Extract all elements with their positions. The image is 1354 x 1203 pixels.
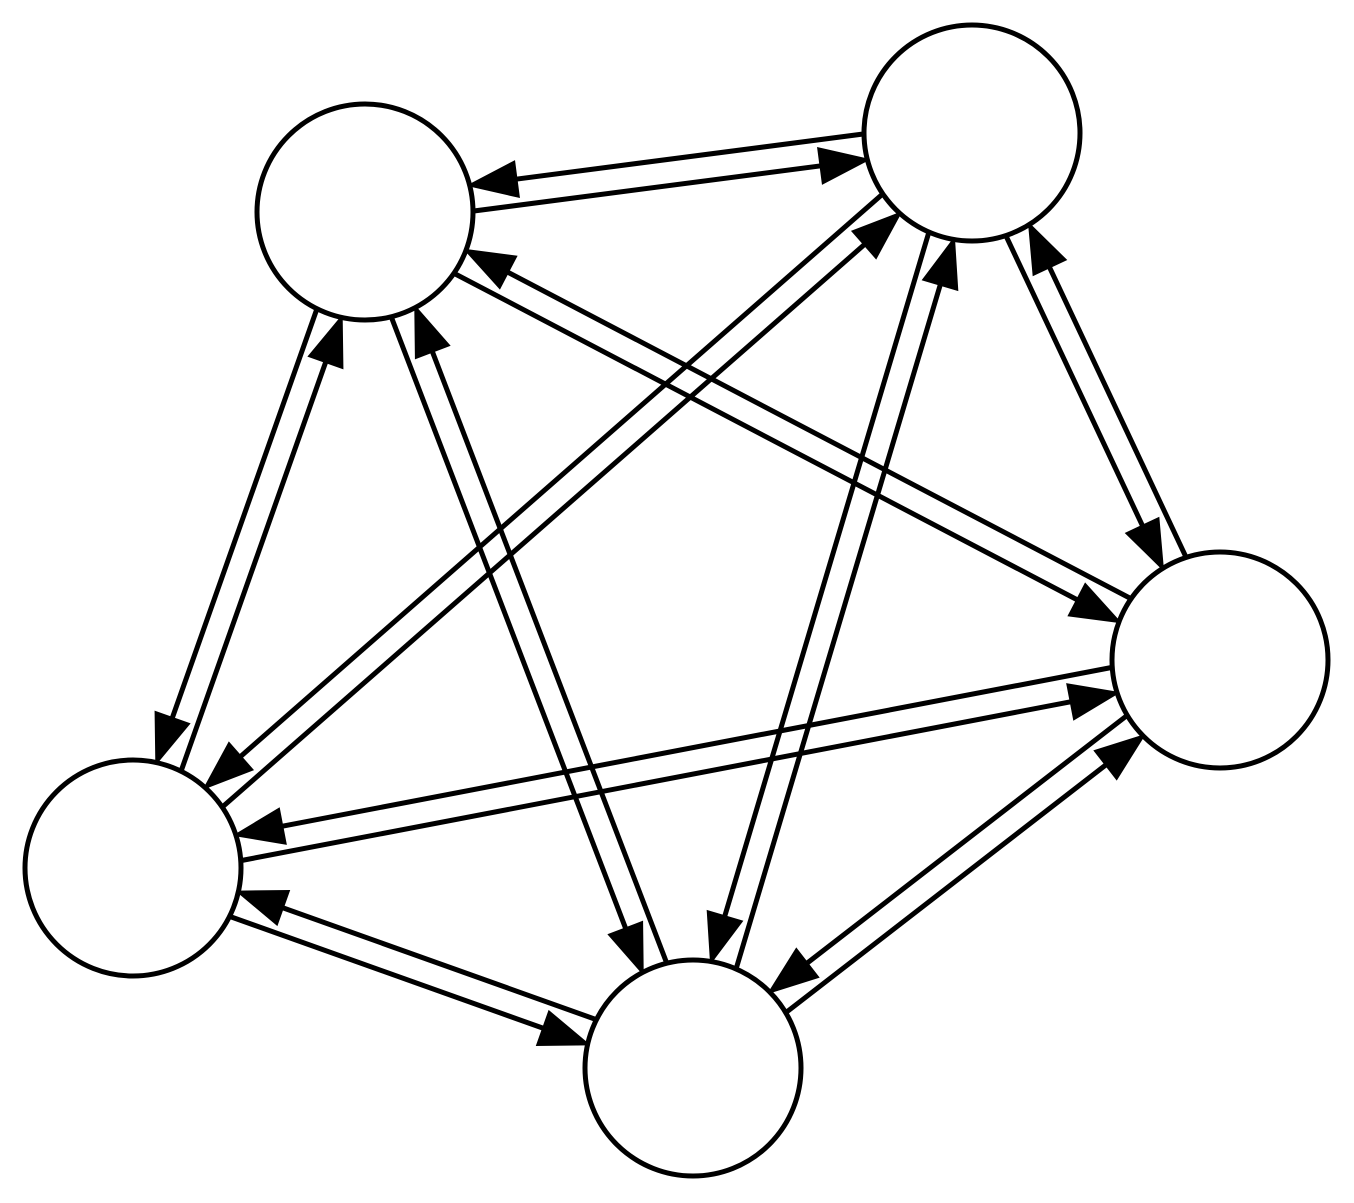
arrowhead-icon (706, 909, 744, 965)
node-bottom (582, 957, 804, 1179)
edge-line (221, 242, 867, 809)
edge-line (389, 316, 629, 930)
node-circle (1109, 549, 1331, 771)
node-circle (582, 957, 804, 1179)
edge-line (1003, 235, 1145, 528)
edge-top-right-to-right (1003, 235, 1165, 572)
arrowhead-icon (462, 248, 518, 290)
node-circle (861, 22, 1083, 244)
edge-left-to-top-left (178, 314, 344, 772)
node-top-left (254, 101, 476, 323)
arrowhead-icon (535, 1009, 591, 1047)
arrowhead-icon (232, 807, 287, 845)
arrowhead-icon (307, 314, 344, 370)
edge-line (473, 163, 822, 214)
edge-bottom-to-top-right (733, 236, 959, 969)
edge-line (722, 232, 932, 918)
edge-line (733, 283, 943, 969)
edge-line (229, 914, 545, 1031)
edge-line (515, 131, 864, 182)
arrowhead-icon (466, 160, 520, 199)
edge-right-to-top-left (462, 248, 1132, 601)
edge-right-to-left (232, 665, 1112, 845)
nodes-layer (22, 22, 1331, 1179)
edge-line (784, 762, 1108, 1015)
edge-line (506, 269, 1132, 601)
edge-line (281, 665, 1112, 829)
arrowhead-icon (202, 741, 255, 790)
arrowhead-icon (607, 920, 644, 976)
edge-bottom-to-right (784, 733, 1147, 1015)
edge-right-to-top-right (1027, 221, 1189, 558)
arrowhead-icon (817, 146, 871, 185)
arrowhead-icon (850, 211, 903, 260)
edge-line (805, 713, 1129, 966)
edge-left-to-top-right (221, 211, 903, 809)
edge-top-left-to-bottom (389, 316, 644, 976)
edge-top-right-to-top-left (466, 131, 864, 199)
edge-line (238, 192, 884, 759)
node-top-right (861, 22, 1083, 244)
node-circle (22, 757, 244, 979)
arrowhead-icon (154, 710, 191, 766)
edge-line (1047, 265, 1189, 558)
edge-top-left-to-right (453, 271, 1123, 624)
edge-right-to-bottom (766, 713, 1129, 995)
node-circle (254, 101, 476, 323)
edge-top-right-to-left (202, 192, 884, 790)
edge-bottom-to-top-left (414, 304, 669, 964)
node-right (1109, 549, 1331, 771)
edge-left-to-bottom (229, 914, 591, 1047)
edge-line (429, 350, 669, 964)
edge-line (178, 360, 329, 772)
edge-left-to-right (241, 683, 1121, 863)
edge-line (241, 699, 1072, 863)
edge-top-left-to-top-right (473, 146, 871, 214)
edges-layer (154, 131, 1189, 1047)
edge-line (281, 905, 597, 1022)
arrowhead-icon (1093, 733, 1147, 781)
arrowhead-icon (414, 304, 451, 360)
arrowhead-icon (1027, 221, 1068, 277)
arrowhead-icon (766, 947, 820, 995)
node-left (22, 757, 244, 979)
arrowhead-icon (921, 236, 959, 292)
edge-line (453, 271, 1079, 603)
edge-line (169, 308, 320, 720)
arrowhead-icon (235, 889, 291, 927)
arrowhead-icon (1067, 582, 1123, 624)
arrowhead-icon (1066, 683, 1121, 721)
edge-bottom-to-left (235, 889, 597, 1022)
edge-top-left-to-left (154, 308, 320, 766)
edge-top-right-to-bottom (706, 232, 932, 965)
arrowhead-icon (1124, 516, 1165, 572)
